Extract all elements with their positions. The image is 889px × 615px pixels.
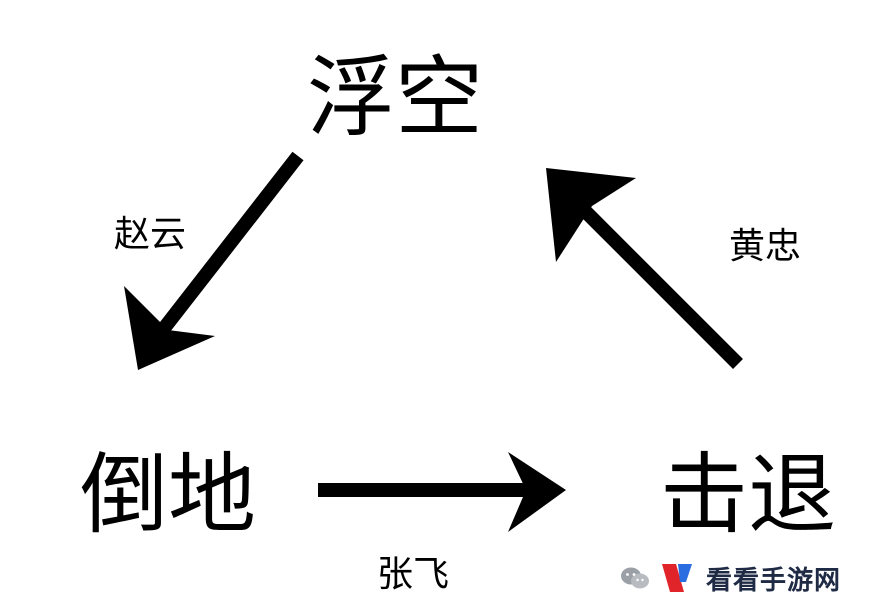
arrow-top-to-left	[124, 151, 304, 370]
arrow-right-to-top	[546, 168, 743, 369]
arrow-left-to-right	[318, 452, 566, 532]
wechat-icon	[621, 567, 649, 589]
node-knockback: 击退	[660, 443, 836, 546]
edge-label-zhaoyun: 赵云	[114, 214, 186, 255]
edge-label-zhangfei: 张飞	[377, 554, 449, 595]
site-logo-icon	[662, 564, 692, 592]
watermark-text: 看看手游网	[706, 565, 842, 596]
node-floating: 浮空	[307, 46, 483, 149]
edge-label-huangzhong: 黄忠	[729, 226, 801, 267]
node-knockdown: 倒地	[80, 443, 256, 546]
watermark: 看看手游网	[620, 556, 841, 600]
